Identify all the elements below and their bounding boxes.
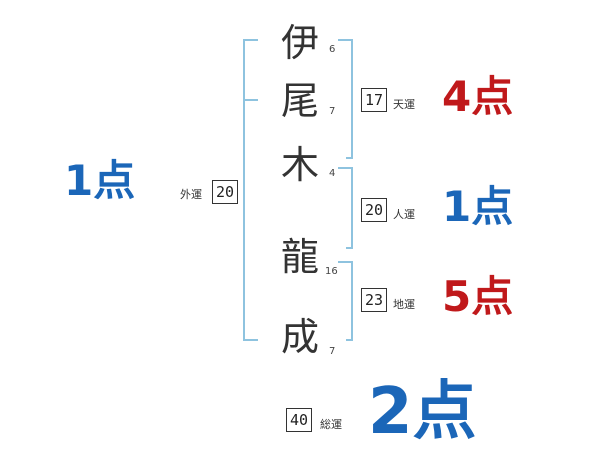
stroke-count-5: 7 [329, 346, 336, 357]
jinun-bracket [338, 167, 353, 249]
name-char-5: 成 [281, 315, 320, 359]
stroke-count-2: 7 [329, 106, 336, 117]
jinun-label: 人運 [393, 208, 415, 221]
souun-score: 2点 [368, 375, 477, 449]
stroke-count-3: 4 [329, 168, 336, 179]
gaiun-value: 20 [212, 180, 238, 204]
gaiun-score: 1点 [64, 156, 136, 205]
tenun-value: 17 [361, 88, 387, 112]
tenun-label: 天運 [393, 98, 415, 111]
outer-bracket [243, 39, 258, 341]
souun-label: 総運 [320, 418, 342, 431]
chiun-label: 地運 [393, 298, 415, 311]
stroke-count-1: 6 [329, 44, 336, 55]
chiun-bracket [338, 261, 353, 341]
name-char-1: 伊 [281, 21, 320, 65]
tenun-bracket [338, 39, 353, 159]
gaiun-label: 外運 [180, 188, 202, 201]
name-char-2: 尾 [281, 79, 320, 123]
name-char-3: 木 [281, 143, 320, 187]
tenun-score: 4点 [442, 72, 514, 121]
jinun-value: 20 [361, 198, 387, 222]
jinun-score: 1点 [442, 182, 514, 231]
stroke-count-4: 16 [325, 266, 338, 277]
chiun-value: 23 [361, 288, 387, 312]
name-char-4: 龍 [281, 235, 320, 279]
souun-value: 40 [286, 408, 312, 432]
chiun-score: 5点 [442, 272, 514, 321]
